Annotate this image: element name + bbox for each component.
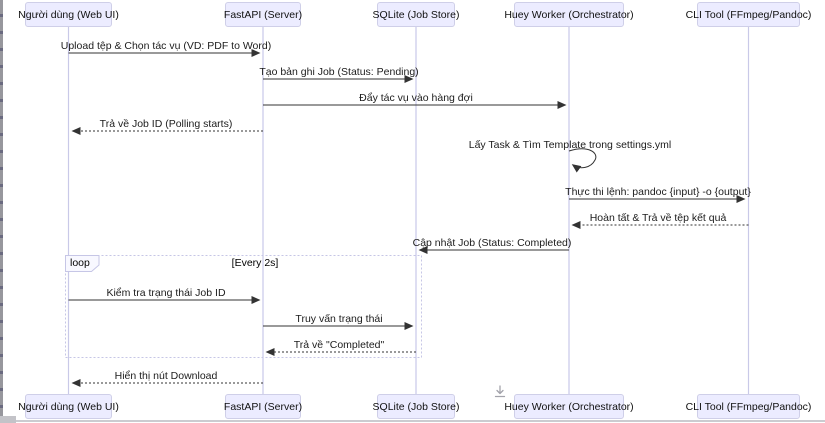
message-label-create-job: Tạo bản ghi Job (Status: Pending) — [259, 66, 419, 78]
arrow-self-get-task — [568, 148, 597, 173]
actor-bottom-user: Người dùng (Web UI) — [18, 394, 119, 419]
actor-bottom-cli: CLI Tool (FFmpeg/Pandoc) — [686, 394, 811, 419]
actor-top-cli: CLI Tool (FFmpeg/Pandoc) — [686, 2, 811, 27]
left-panel-edge — [0, 0, 3, 423]
download-icon[interactable] — [491, 382, 509, 400]
loop-label-box — [65, 255, 100, 272]
message-label-return-jobid: Trả về Job ID (Polling starts) — [99, 118, 233, 130]
message-label-return-completed: Trả về "Completed" — [293, 339, 385, 351]
message-label-enqueue: Đẩy tác vụ vào hàng đợi — [359, 92, 473, 104]
loop-keyword: loop — [70, 257, 90, 269]
actor-bottom-sqlite: SQLite (Job Store) — [373, 394, 459, 419]
window-bottom-border — [0, 420, 825, 422]
message-label-exec-pandoc: Thực thi lệnh: pandoc {input} -o {output… — [565, 186, 751, 198]
message-label-show-download: Hiển thị nút Download — [114, 370, 218, 382]
window-bottom-corner — [0, 416, 16, 423]
actor-bottom-huey: Huey Worker (Orchestrator) — [504, 394, 634, 419]
message-label-return-result: Hoàn tất & Trả về tệp kết quả — [589, 212, 727, 224]
message-label-upload: Upload tệp & Chọn tác vụ (VD: PDF to Wor… — [60, 40, 272, 52]
message-label-get-task: Lấy Task & Tìm Template trong settings.y… — [468, 139, 672, 151]
actor-top-sqlite: SQLite (Job Store) — [373, 2, 459, 27]
loop-frame — [65, 255, 422, 358]
message-label-query-status: Truy vấn trạng thái — [295, 313, 383, 325]
message-label-update-job: Cập nhật Job (Status: Completed) — [412, 237, 572, 249]
actor-top-fastapi: FastAPI (Server) — [224, 2, 302, 27]
actor-bottom-fastapi: FastAPI (Server) — [224, 394, 302, 419]
loop-condition: [Every 2s] — [231, 257, 279, 269]
message-label-check-status: Kiểm tra trạng thái Job ID — [106, 287, 226, 299]
actor-top-huey: Huey Worker (Orchestrator) — [504, 2, 634, 27]
actor-top-user: Người dùng (Web UI) — [18, 2, 119, 27]
